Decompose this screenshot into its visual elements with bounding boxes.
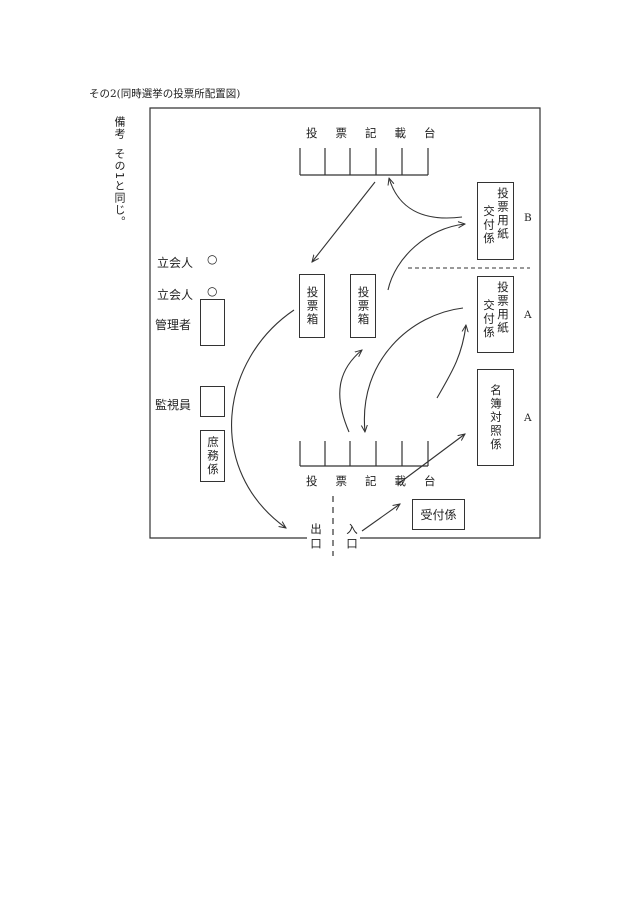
arrow-table-to-box2: [339, 350, 362, 433]
remarks-label: 備考: [113, 116, 126, 140]
arrow-table-to-box: [312, 181, 376, 262]
entrance-label: 入口: [345, 522, 359, 552]
room-outline: [149, 107, 541, 539]
arrow-register-to-issuer-a: [436, 325, 466, 399]
flow-arrows: [231, 178, 466, 532]
observer-seat: [200, 386, 225, 417]
observer-label: 監視員: [155, 398, 192, 412]
ballot-issuer-b-box: 交付係 投票用紙: [477, 182, 514, 260]
exit-label: 出口: [309, 522, 323, 552]
arrow-issuer-b-to-table: [389, 178, 463, 219]
witness-2-label: 立会人: [157, 288, 194, 302]
writing-table-bottom-label: 投票記載台: [306, 474, 454, 488]
ballot-issuer-a-box: 交付係 投票用紙: [477, 276, 514, 353]
register-check-box: 名簿対照係: [477, 369, 514, 466]
writing-table-bottom-shape: [299, 441, 429, 467]
witness-2-marker: ○: [207, 284, 218, 298]
section-a2-label: A: [524, 412, 532, 424]
arrow-entrance-to-reception: [361, 504, 400, 532]
writing-table-top-shape: [299, 148, 429, 176]
ballot-box-1: 投票箱: [299, 274, 325, 338]
arrow-table-to-register: [397, 434, 465, 485]
section-a1-label: A: [524, 309, 532, 321]
ballot-issuer-a-role: 交付係: [482, 298, 496, 340]
page-title: その2(同時選挙の投票所配置図): [89, 88, 241, 100]
ballot-issuer-b-role: 交付係: [482, 204, 496, 246]
arrow-box2-to-issuer-b: [387, 224, 465, 291]
ballot-issuer-b-item: 投票用紙: [496, 187, 510, 241]
arrow-box-to-exit: [231, 309, 295, 528]
remarks-text: その1と同じ。: [113, 148, 126, 228]
reception-box: 受付係: [412, 499, 465, 530]
general-affairs-box: 庶務係: [200, 430, 225, 482]
section-b-label: B: [524, 212, 532, 224]
manager-seat: [200, 299, 225, 346]
witness-1-marker: ○: [207, 252, 218, 266]
writing-table-top-label: 投票記載台: [306, 126, 454, 140]
arrow-issuer-a-to-table: [364, 307, 464, 432]
witness-1-label: 立会人: [157, 256, 194, 270]
ballot-issuer-a-item: 投票用紙: [496, 281, 510, 335]
manager-label: 管理者: [155, 318, 192, 332]
ballot-box-2: 投票箱: [350, 274, 376, 338]
